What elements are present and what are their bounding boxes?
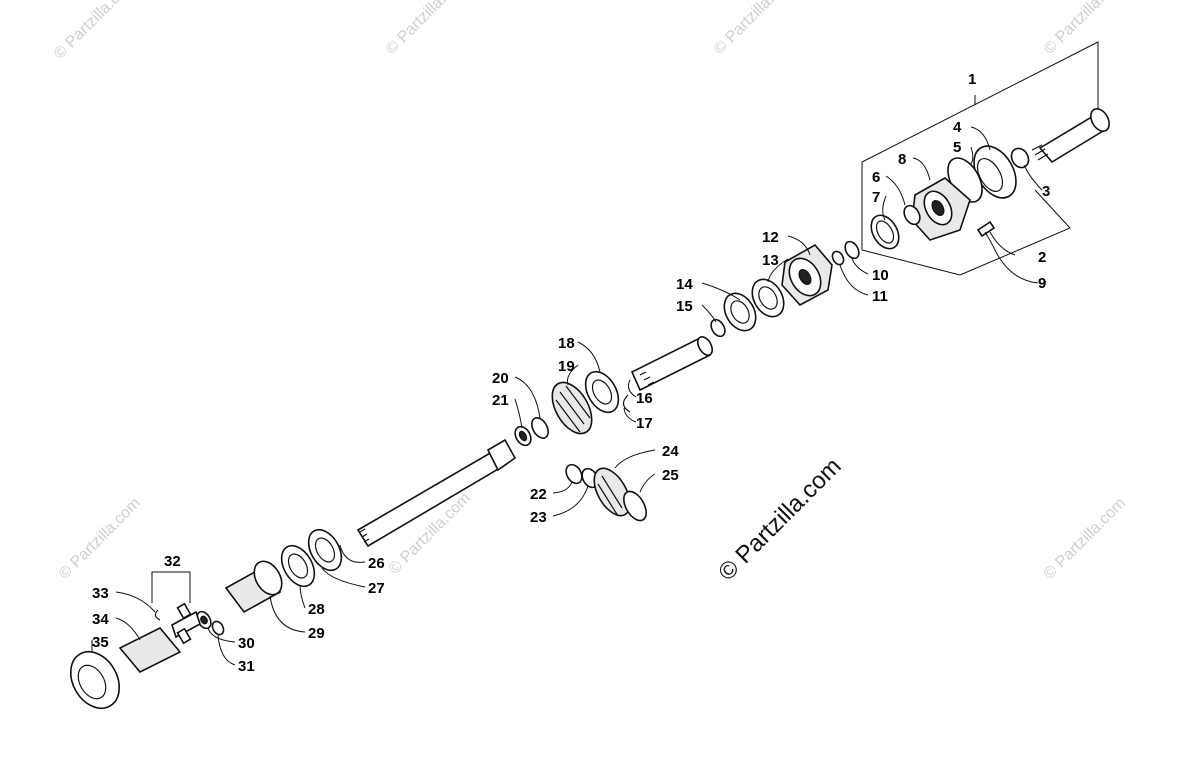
part-seal-28 — [280, 544, 316, 588]
watermark-text: © Partzilla.com — [51, 0, 139, 63]
callout-22: 22 — [530, 486, 547, 503]
part-housing-8 — [911, 177, 971, 241]
callout-12: 12 — [762, 229, 779, 246]
callout-18: 18 — [558, 335, 575, 352]
part-cross-32 — [171, 602, 201, 645]
callout-7: 7 — [872, 189, 880, 206]
part-shaft-upper — [1031, 108, 1110, 164]
callout-24: 24 — [662, 443, 679, 460]
part-bearing-13 — [751, 278, 785, 318]
part-boot-35 — [69, 650, 121, 710]
part-seal-27 — [307, 528, 343, 572]
callout-13: 13 — [762, 252, 779, 269]
callout-11: 11 — [872, 288, 888, 305]
watermark-text: © Partzilla.com — [56, 495, 144, 583]
watermark-main: © Partzilla.com — [713, 453, 846, 586]
part-bearing-18 — [584, 370, 620, 414]
part-pinion-shaft-16 — [630, 336, 714, 392]
callout-3: 3 — [1042, 183, 1050, 200]
part-nut-21 — [514, 425, 532, 447]
bracket-1 — [861, 162, 961, 276]
watermark-text: © Partzilla.com — [383, 0, 471, 58]
callout-labels: 1 2 3 4 5 6 7 8 9 10 11 12 13 14 15 16 1… — [92, 71, 1050, 675]
callout-30: 30 — [238, 635, 255, 652]
bracket-1-right — [959, 189, 1071, 276]
callout-21: 21 — [492, 392, 509, 409]
callout-8: 8 — [898, 151, 906, 168]
callout-23: 23 — [530, 509, 547, 526]
watermark-text: © Partzilla.com — [1041, 495, 1129, 583]
part-driveshaft-26 — [356, 438, 517, 548]
part-nut-10 — [831, 240, 860, 266]
callout-4: 4 — [953, 119, 962, 136]
callout-14: 14 — [676, 276, 693, 293]
part-washer-25 — [623, 490, 647, 522]
part-nut-22 — [565, 463, 583, 485]
callout-29: 29 — [308, 625, 325, 642]
part-yoke-34 — [118, 627, 182, 673]
part-snapring-17 — [622, 394, 631, 413]
part-washer-20 — [531, 417, 549, 439]
callout-10: 10 — [872, 267, 889, 284]
callout-34: 34 — [92, 611, 109, 628]
part-washer-7 — [870, 214, 900, 250]
callout-16: 16 — [636, 390, 653, 407]
bracket-32 — [151, 571, 191, 603]
bracket-1-top — [861, 41, 1099, 163]
callout-5: 5 — [953, 139, 961, 156]
part-bolt-9 — [976, 220, 996, 238]
callout-19: 19 — [558, 358, 575, 375]
part-boot-4 — [973, 145, 1017, 199]
part-oring-15 — [710, 318, 726, 338]
part-clip-33 — [154, 609, 161, 621]
part-gear-19 — [551, 381, 593, 435]
callout-25: 25 — [662, 467, 679, 484]
part-flange-12 — [781, 243, 833, 307]
callout-1: 1 — [968, 71, 976, 88]
leader-lines — [91, 126, 1043, 666]
callout-2: 2 — [1038, 249, 1046, 266]
callout-17: 17 — [636, 415, 653, 432]
callout-35: 35 — [92, 634, 109, 651]
callout-33: 33 — [92, 585, 109, 602]
watermark-text: © Partzilla.com — [711, 0, 799, 58]
callout-15: 15 — [676, 298, 693, 315]
callout-20: 20 — [492, 370, 509, 387]
callout-31: 31 — [238, 658, 255, 675]
callout-9: 9 — [1038, 275, 1046, 292]
callout-28: 28 — [308, 601, 325, 618]
part-yoke-29 — [224, 560, 283, 614]
callout-27: 27 — [368, 580, 385, 597]
part-gear-24 — [593, 467, 631, 517]
callout-26: 26 — [368, 555, 385, 572]
part-washer-31 — [211, 620, 225, 636]
callout-6: 6 — [872, 169, 880, 186]
callout-32: 32 — [164, 553, 181, 570]
part-seal-6 — [903, 204, 921, 226]
